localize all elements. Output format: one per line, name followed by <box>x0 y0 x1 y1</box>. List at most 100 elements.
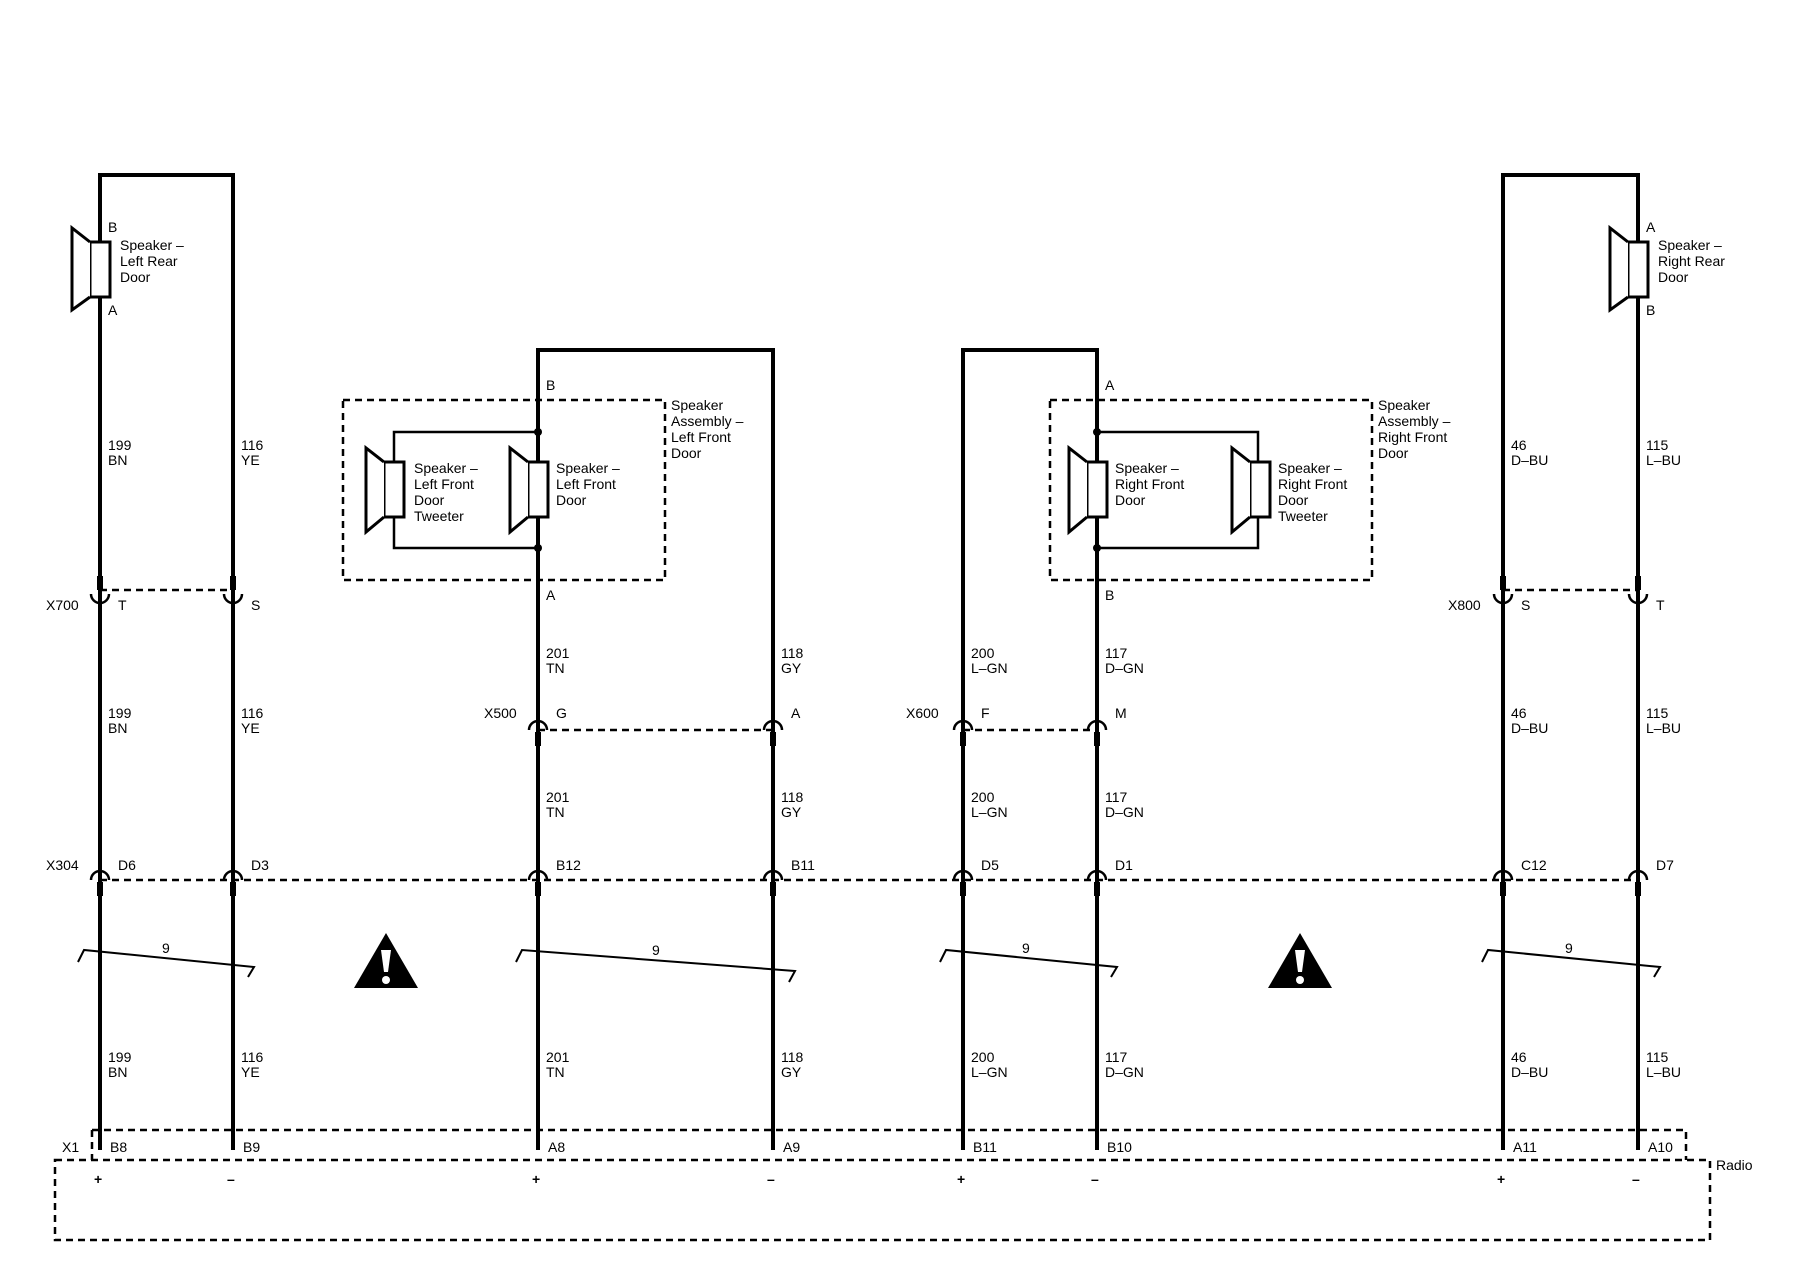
pin-label: B <box>108 219 117 235</box>
pin-label: A11 <box>1513 1139 1537 1155</box>
speaker-icon <box>364 444 406 536</box>
polarity-mark: – <box>1632 1171 1640 1187</box>
pin-label: A8 <box>548 1139 565 1155</box>
radio-label: Radio <box>1716 1157 1753 1173</box>
connector-label: X800 <box>1448 597 1481 613</box>
caution-triangle-icon <box>1268 933 1332 988</box>
pin-label: S <box>1521 597 1530 613</box>
twist-count: 9 <box>1022 940 1030 956</box>
pin-label: D7 <box>1656 857 1674 873</box>
polarity-mark: – <box>767 1171 775 1187</box>
radio-module: X1 Radio B8 B9 A8 A9 B11 B10 A11 A10 + –… <box>53 1128 1753 1242</box>
pin-label: D3 <box>251 857 269 873</box>
pin-label: A10 <box>1648 1139 1673 1155</box>
polarity-mark: + <box>1497 1171 1505 1187</box>
connector-label: X304 <box>46 857 79 873</box>
connector-label: X1 <box>62 1139 79 1155</box>
connector-x304: X304 D6 D3 B12 B11 D5 D1 C12 D7 <box>46 857 1674 896</box>
polarity-mark: + <box>532 1171 540 1187</box>
connector-x800: X800 S T <box>1448 576 1665 613</box>
speaker-assembly-box <box>1048 398 1374 582</box>
connector-x500: X500 G A <box>484 705 801 746</box>
pin-label: M <box>1115 705 1127 721</box>
twist-count: 9 <box>1565 940 1573 956</box>
connector-label: X700 <box>46 597 79 613</box>
pin-label: F <box>981 705 990 721</box>
speaker-icon <box>1230 444 1272 536</box>
pin-label: S <box>251 597 260 613</box>
pin-label: B8 <box>110 1139 127 1155</box>
pin-label: B11 <box>791 857 815 873</box>
polarity-mark: – <box>1091 1171 1099 1187</box>
radio-module-box <box>53 1158 1712 1242</box>
pin-label: A <box>791 705 801 721</box>
polarity-mark: + <box>957 1171 965 1187</box>
speaker-icon <box>1608 224 1650 313</box>
pin-label: A <box>1105 377 1115 393</box>
pin-label: B <box>546 377 555 393</box>
pin-label: B9 <box>243 1139 260 1155</box>
pin-label: B10 <box>1107 1139 1132 1155</box>
pin-label: T <box>1656 597 1665 613</box>
pin-label: A <box>546 587 556 603</box>
twist-count: 9 <box>162 940 170 956</box>
speaker-icon <box>508 444 550 536</box>
pin-label: B12 <box>556 857 581 873</box>
pin-label: A <box>1646 219 1656 235</box>
pin-label: D1 <box>1115 857 1133 873</box>
pin-label: T <box>118 597 127 613</box>
polarity-mark: + <box>94 1171 102 1187</box>
twisted-pair-markers: 9 9 9 9 <box>77 940 1662 983</box>
connector-x600: X600 F M <box>906 705 1127 746</box>
polarity-mark: – <box>227 1171 235 1187</box>
pin-label: D6 <box>118 857 136 873</box>
speaker-icon <box>1067 444 1109 536</box>
connector-label: X500 <box>484 705 517 721</box>
twist-count: 9 <box>652 942 660 958</box>
pin-label: B <box>1646 302 1655 318</box>
caution-triangle-icon <box>354 933 418 988</box>
pin-label: A9 <box>783 1139 800 1155</box>
connector-label: X600 <box>906 705 939 721</box>
pin-label: A <box>108 302 118 318</box>
speaker-icon <box>70 224 112 313</box>
pin-label: D5 <box>981 857 999 873</box>
pin-label: C12 <box>1521 857 1547 873</box>
